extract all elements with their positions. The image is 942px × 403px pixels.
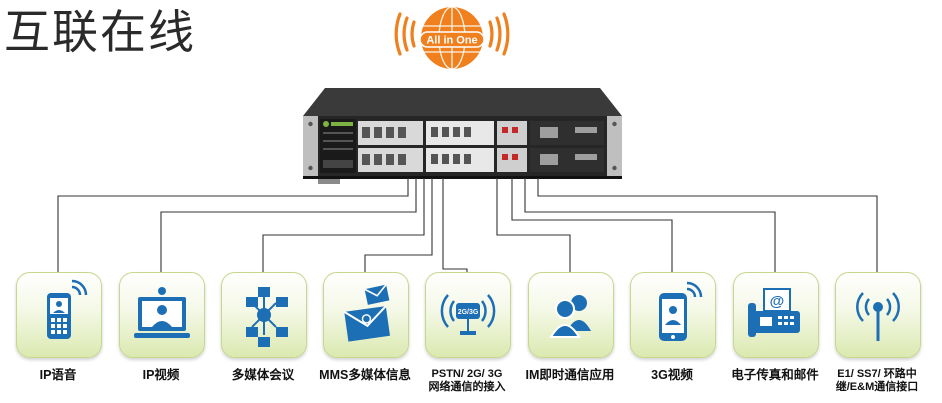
- service-tile-ip-video: [119, 272, 205, 358]
- service-label-ip-video: IP视频: [109, 368, 213, 382]
- service-label-line: IP语音: [39, 368, 77, 382]
- connection-line: [442, 178, 468, 272]
- service-tile-e1-ss7: [835, 272, 921, 358]
- connection-line: [262, 178, 425, 272]
- service-label-line: 网络通信的接入: [428, 381, 506, 393]
- service-label-ip-voice: IP语音: [6, 368, 110, 382]
- svg-text:2G/3G: 2G/3G: [458, 309, 479, 316]
- antenna-icon: [856, 292, 900, 341]
- service-label-line: PSTN/ 2G/ 3G: [431, 368, 503, 380]
- globe-icon: [419, 6, 485, 70]
- connection-line: [57, 178, 409, 272]
- logo-text: All in One: [426, 35, 477, 47]
- svg-text:@: @: [770, 293, 785, 310]
- conference-network-icon: [246, 287, 288, 347]
- mobile-phone-wifi-icon: [47, 279, 88, 339]
- service-label-line: 继/E&M通信接口: [835, 381, 919, 393]
- service-label-line: 3G视频: [651, 368, 693, 382]
- service-label-e1-ss7: E1/ SS7/ 环路中继/E&M通信接口: [825, 368, 929, 394]
- connection-line: [364, 178, 433, 272]
- service-label-line: E1/ SS7/ 环路中: [837, 368, 917, 380]
- page-title: 互联在线: [4, 5, 196, 59]
- service-tile-im: [528, 272, 614, 358]
- service-label-3g-video: 3G视频: [620, 368, 724, 382]
- all-in-one-logo: All in One: [394, 6, 510, 70]
- service-tile-fax-email: @: [733, 272, 819, 358]
- service-tile-pstn: 2G/3G: [425, 272, 511, 358]
- video-monitor-icon: [134, 287, 190, 338]
- service-tile-ip-voice: [16, 272, 102, 358]
- service-label-line: 多媒体会议: [231, 368, 295, 382]
- service-label-line: 电子传真和邮件: [731, 368, 819, 382]
- envelope-mail-icon: [343, 284, 391, 342]
- smartphone-wifi-icon: [659, 281, 703, 341]
- connection-line: [537, 178, 878, 272]
- service-label-line: MMS多媒体信息: [319, 368, 411, 382]
- service-label-mms: MMS多媒体信息: [313, 368, 417, 382]
- service-label-line: IP视频: [142, 368, 180, 382]
- rack-media-gateway: [303, 88, 622, 184]
- service-label-line: IM即时通信应用: [525, 368, 615, 382]
- connection-line: [496, 178, 571, 272]
- connection-lines: [57, 178, 878, 272]
- service-label-fax-email: 电子传真和邮件: [723, 368, 827, 382]
- service-tile-mms: [323, 272, 409, 358]
- connection-line: [511, 178, 673, 272]
- service-label-im: IM即时通信应用: [518, 368, 622, 382]
- signal-chip-icon: 2G/3G: [440, 294, 496, 335]
- users-icon: [549, 295, 591, 338]
- service-tile-multimedia-conference: [221, 272, 307, 358]
- service-label-multimedia-conference: 多媒体会议: [211, 368, 315, 382]
- connection-line: [524, 178, 776, 272]
- wifi-arcs-icon: [394, 12, 510, 56]
- service-tile-3g-video: [630, 272, 716, 358]
- connection-line: [160, 178, 417, 272]
- fax-email-icon: @: [748, 288, 800, 337]
